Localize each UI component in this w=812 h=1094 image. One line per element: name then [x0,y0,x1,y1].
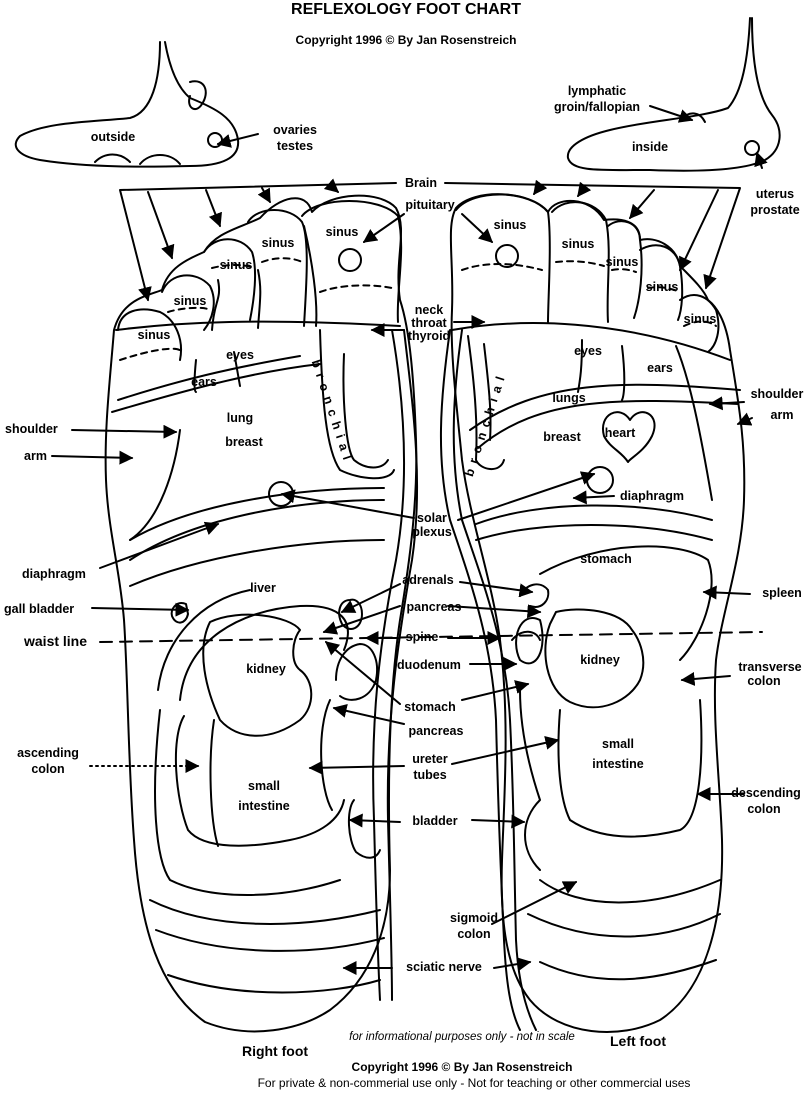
footer-usage: For private & non-commerial use only - N… [257,1076,691,1090]
label-testes: testes [276,139,314,153]
label-heart: heart [604,426,636,440]
label-lung: lung [226,411,254,425]
label-left-foot: Left foot [610,1033,666,1049]
label-arm-left: arm [770,408,794,422]
label-throat: throat [411,316,447,330]
label-small-left: small [602,737,634,751]
label-small-right: small [248,779,280,793]
outside-foot-sketch [14,41,259,168]
label-plexus: plexus [412,525,452,539]
label-diaphragm-left: diaphragm [620,489,684,503]
label-colon-descending: colon [747,802,781,816]
label-inside: inside [631,140,669,154]
label-sigmoid: sigmoid [450,911,498,925]
label-ears-right: ears [191,375,217,389]
label-sinus-r4: sinus [173,294,207,308]
label-colon-ascending: colon [31,762,65,776]
label-tubes: tubes [413,768,447,782]
label-right-foot: Right foot [241,1043,309,1059]
label-descending: descending [731,786,801,800]
label-brain: Brain [405,176,437,190]
label-diaphragm-right: diaphragm [22,567,86,581]
label-adrenals: adrenals [402,573,454,587]
label-arm-right: arm [24,449,47,463]
inside-foot-sketch [566,17,781,172]
label-pituitary: pituitary [405,198,455,212]
header-copyright: Copyright 1996 © By Jan Rosenstreich [295,33,517,47]
label-prostate: prostate [750,203,800,217]
label-ovaries: ovaries [273,123,317,137]
label-bladder: bladder [412,814,458,828]
label-breast-right: breast [225,435,263,449]
label-outside: outside [90,130,136,144]
label-kidney-left: kidney [580,653,620,667]
leader-lines [51,178,763,975]
label-spleen: spleen [762,586,802,600]
label-gall-bladder: gall bladder [4,602,75,616]
label-sinus-l4: sinus [645,280,679,294]
label-sinus-r5: sinus [137,328,171,342]
label-solar: solar [417,511,447,525]
label-spine: spine [405,630,439,644]
footer-note: for informational purposes only - not in… [349,1031,575,1043]
label-eyes-left: eyes [574,344,602,358]
label-intestine-right: intestine [238,799,290,813]
label-lymphatic-1: lymphatic [567,84,627,98]
right-foot-outline [104,194,419,1033]
label-sinus-l3: sinus [605,255,639,269]
label-transverse: transverse [738,660,802,674]
label-shoulder-left: shoulder [750,387,804,401]
label-ureter: ureter [412,752,448,766]
chart-title: REFLEXOLOGY FOOT CHART [291,1,521,18]
label-sinus-r3: sinus [219,258,253,272]
label-sinus-r2: sinus [261,236,295,250]
label-neck: neck [414,303,444,317]
footer-copyright: Copyright 1996 © By Jan Rosenstreich [351,1060,573,1074]
label-colon-sigmoid: colon [457,927,491,941]
label-sinus-l2: sinus [561,237,595,251]
label-stomach-right: stomach [404,700,456,714]
label-ascending: ascending [17,746,79,760]
label-intestine-left: intestine [592,757,644,771]
label-lymphatic-2: groin/fallopian [553,100,641,114]
label-waist-line: waist line [24,633,88,649]
label-duodenum: duodenum [397,658,461,672]
label-pancreas-upper: pancreas [406,600,462,614]
label-stomach-left: stomach [580,552,632,566]
label-thyroid: thyroid [407,329,451,343]
label-sinus-l5: sinus [683,312,717,326]
label-eyes-right: eyes [226,348,254,362]
label-colon-transverse: colon [747,674,781,688]
label-sinus-r1: sinus [325,225,359,239]
label-uterus: uterus [755,187,795,201]
label-ears-left: ears [647,361,673,375]
label-liver: liver [250,581,276,595]
label-kidney-right: kidney [246,662,286,676]
label-shoulder-right: shoulder [5,422,58,436]
label-breast-left: breast [543,430,581,444]
label-pancreas-lower: pancreas [408,724,464,738]
label-sinus-l1: sinus [493,218,527,232]
label-lungs: lungs [552,391,586,405]
label-sciatic-nerve: sciatic nerve [406,960,482,974]
